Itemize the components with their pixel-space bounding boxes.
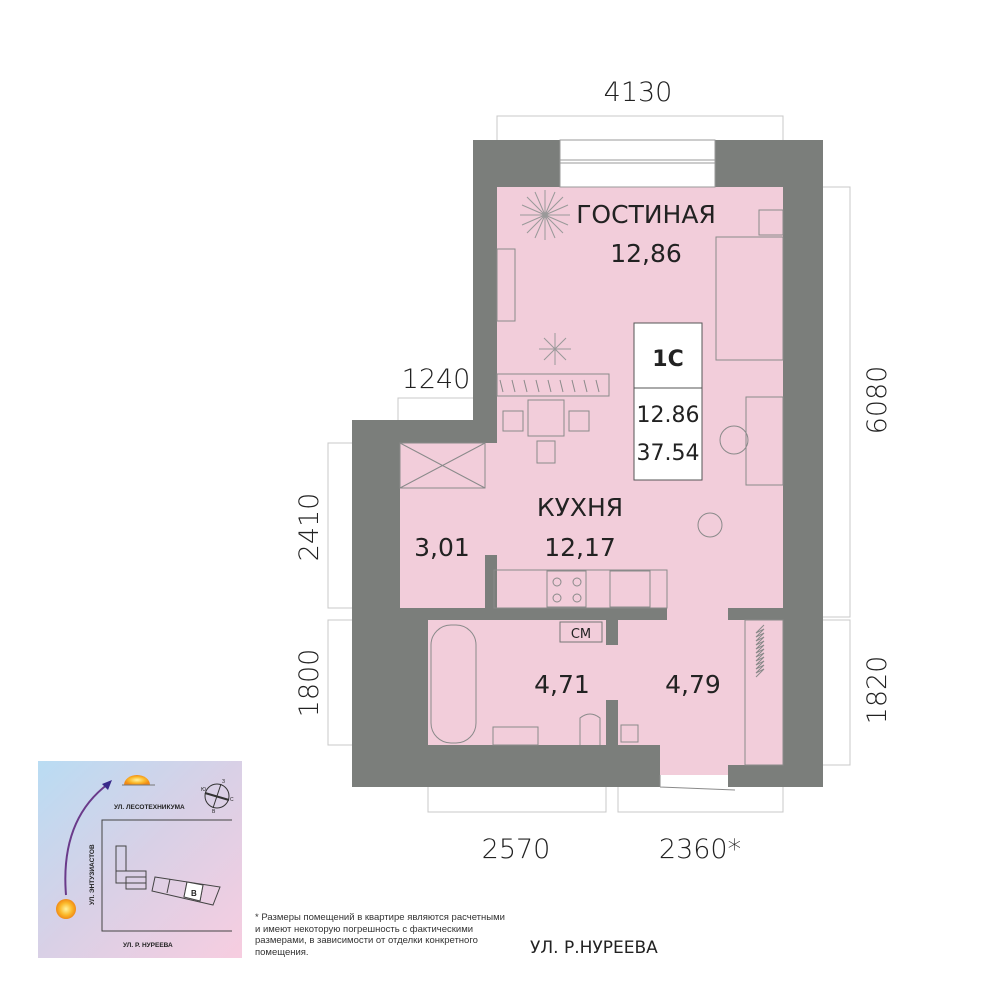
storage-area: 3,01	[414, 533, 470, 562]
living-area: 12.86	[637, 403, 700, 428]
site-plan: З С В Ю УЛ. ЛЕСОТЕХНИКУМА УЛ. ЭНТУЗИАСТО…	[38, 761, 242, 958]
floor	[400, 187, 783, 775]
dim-bottom-right: 2360*	[659, 834, 741, 865]
compass-w: Ю	[201, 787, 206, 793]
dim-left-upper: 1240	[402, 364, 471, 395]
stove	[546, 570, 587, 608]
kitchen-counter	[493, 569, 668, 609]
street-bottom: УЛ. Р. НУРЕЕВА	[123, 942, 173, 949]
bath-sink	[492, 726, 539, 746]
dimension-lines	[327, 115, 851, 813]
apartment-type: 1С	[652, 347, 683, 372]
living-room-area: 12,86	[610, 239, 682, 268]
desk	[745, 396, 784, 486]
entrance-door	[659, 775, 736, 791]
dim-bottom-left: 2570	[482, 834, 551, 865]
storage-box	[399, 442, 486, 489]
compass-n: З	[222, 779, 225, 785]
dining-table	[527, 399, 565, 437]
living-room-name: ГОСТИНАЯ	[576, 200, 716, 229]
walls	[352, 140, 823, 787]
compass-e: С	[230, 797, 234, 803]
street-top: УЛ. ЛЕСОТЕХНИКУМА	[114, 804, 185, 811]
kitchen-name: КУХНЯ	[537, 493, 623, 522]
shelf	[496, 373, 610, 397]
dim-left-middle: 2410	[294, 493, 325, 562]
plant-icon	[520, 190, 570, 240]
dim-top: 4130	[604, 77, 673, 108]
building-label: В	[191, 889, 197, 898]
wardrobe	[744, 619, 784, 766]
bathtub	[430, 624, 477, 744]
dim-right-lower: 1820	[862, 656, 893, 725]
bathroom-area: 4,71	[534, 670, 590, 699]
tv-stand	[496, 248, 516, 322]
compass-s: В	[212, 809, 216, 815]
kitchen-area: 12,17	[544, 533, 616, 562]
dim-right: 6080	[862, 366, 893, 435]
total-area: 37.54	[637, 441, 700, 466]
street-left: УЛ. ЭНТУЗИАСТОВ	[89, 844, 96, 905]
plant-icon	[539, 333, 571, 365]
sun-icon	[124, 775, 150, 785]
apartment-badge: 1С 12.86 37.54	[633, 322, 703, 481]
washer-label: СМ	[571, 627, 591, 642]
footnote: * Размеры помещений в квартире являются …	[255, 912, 505, 958]
compass-icon	[204, 783, 230, 809]
sink	[609, 570, 651, 608]
sofa-bed	[715, 236, 784, 361]
street-label: УЛ. Р.НУРЕЕВА	[530, 938, 658, 958]
furniture	[399, 190, 784, 791]
dim-left-lower: 1800	[294, 649, 325, 718]
washer-box	[559, 621, 603, 643]
sun-icon	[56, 899, 76, 919]
hall-area: 4,79	[665, 670, 721, 699]
window	[559, 139, 716, 188]
